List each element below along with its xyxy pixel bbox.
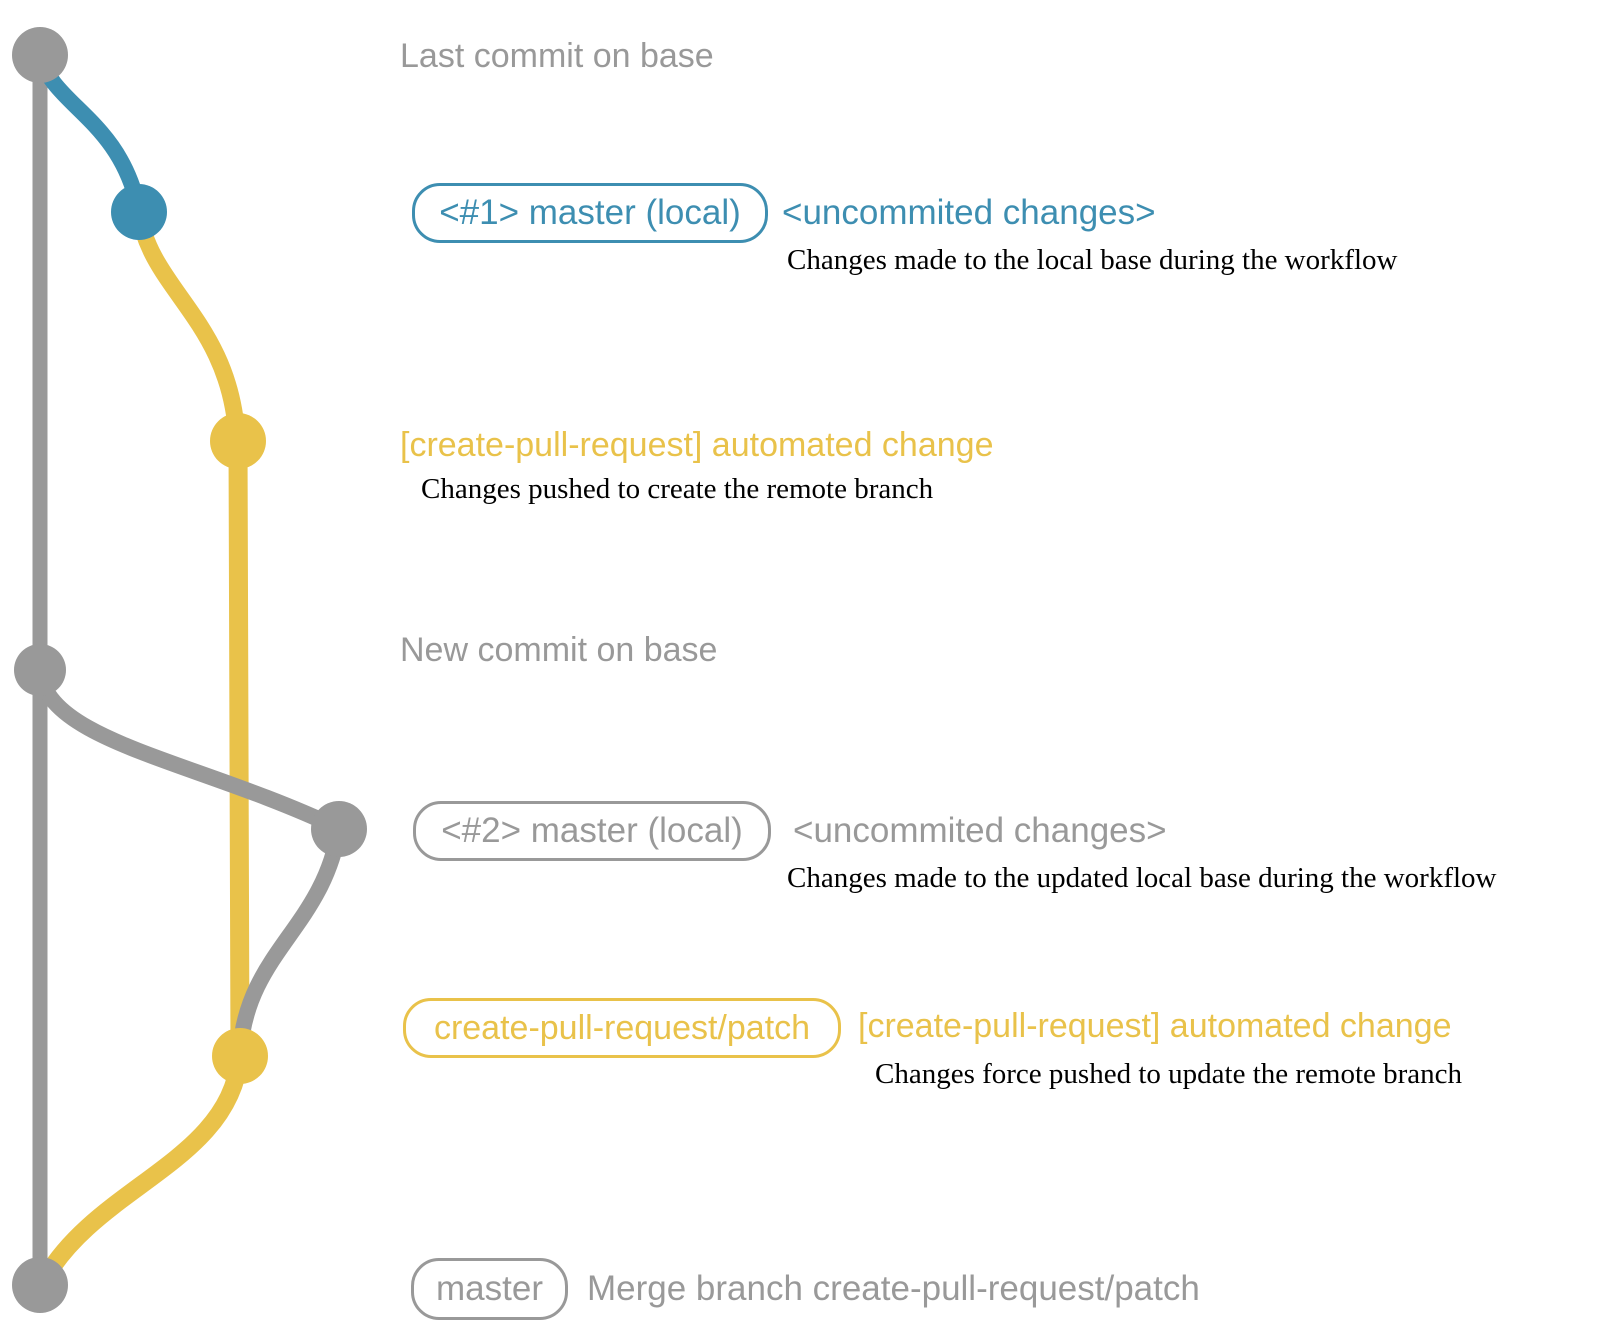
commit-description-1: Changes made to the local base during th…	[787, 244, 1398, 276]
commit-dot-remote-1	[210, 413, 266, 469]
branch-badge-master: master	[411, 1258, 568, 1320]
remote-branch-curve-1	[130, 203, 246, 447]
merge-curve	[35, 1047, 249, 1289]
commit-description-push-2: Changes force pushed to update the remot…	[875, 1058, 1463, 1090]
branch-badge-master-local-2-text: <#2> master (local)	[441, 811, 743, 850]
last-commit-label: Last commit on base	[400, 37, 714, 75]
commit-dot-merge	[12, 1257, 68, 1313]
remote-branch-line	[228, 431, 250, 1065]
commit-graph	[12, 27, 367, 1313]
commit-dot-remote-2	[212, 1028, 268, 1084]
branch-badge-master-local-2: <#2> master (local)	[413, 801, 771, 861]
branch-badge-create-pull-request-patch: create-pull-request/patch	[403, 998, 841, 1058]
new-commit-label: New commit on base	[400, 631, 718, 669]
commit-description-2: Changes made to the updated local base d…	[787, 862, 1497, 894]
commit-message-uncommited-1: <uncommited changes>	[782, 193, 1156, 232]
local-branch-curve-2a	[32, 662, 346, 836]
local-branch-curve-2b	[232, 821, 347, 1060]
commit-message-merge: Merge branch create-pull-request/patch	[587, 1269, 1200, 1308]
commit-dot-local-2	[311, 801, 367, 857]
commit-message-automated-2: [create-pull-request] automated change	[858, 1007, 1452, 1045]
branch-badge-create-pull-request-patch-text: create-pull-request/patch	[433, 1008, 811, 1047]
commit-dot-local-1	[111, 184, 167, 240]
branch-badge-master-local-1: <#1> master (local)	[412, 183, 768, 243]
commit-message-uncommited-2: <uncommited changes>	[793, 811, 1167, 850]
commit-dot-new-base	[14, 644, 66, 696]
branch-badge-master-local-1-text: <#1> master (local)	[439, 193, 741, 232]
commit-dot-last-base	[12, 27, 68, 83]
commit-message-automated-1: [create-pull-request] automated change	[400, 426, 994, 464]
branch-badge-master-text: master	[436, 1269, 543, 1308]
commit-description-push-1: Changes pushed to create the remote bran…	[421, 473, 934, 505]
